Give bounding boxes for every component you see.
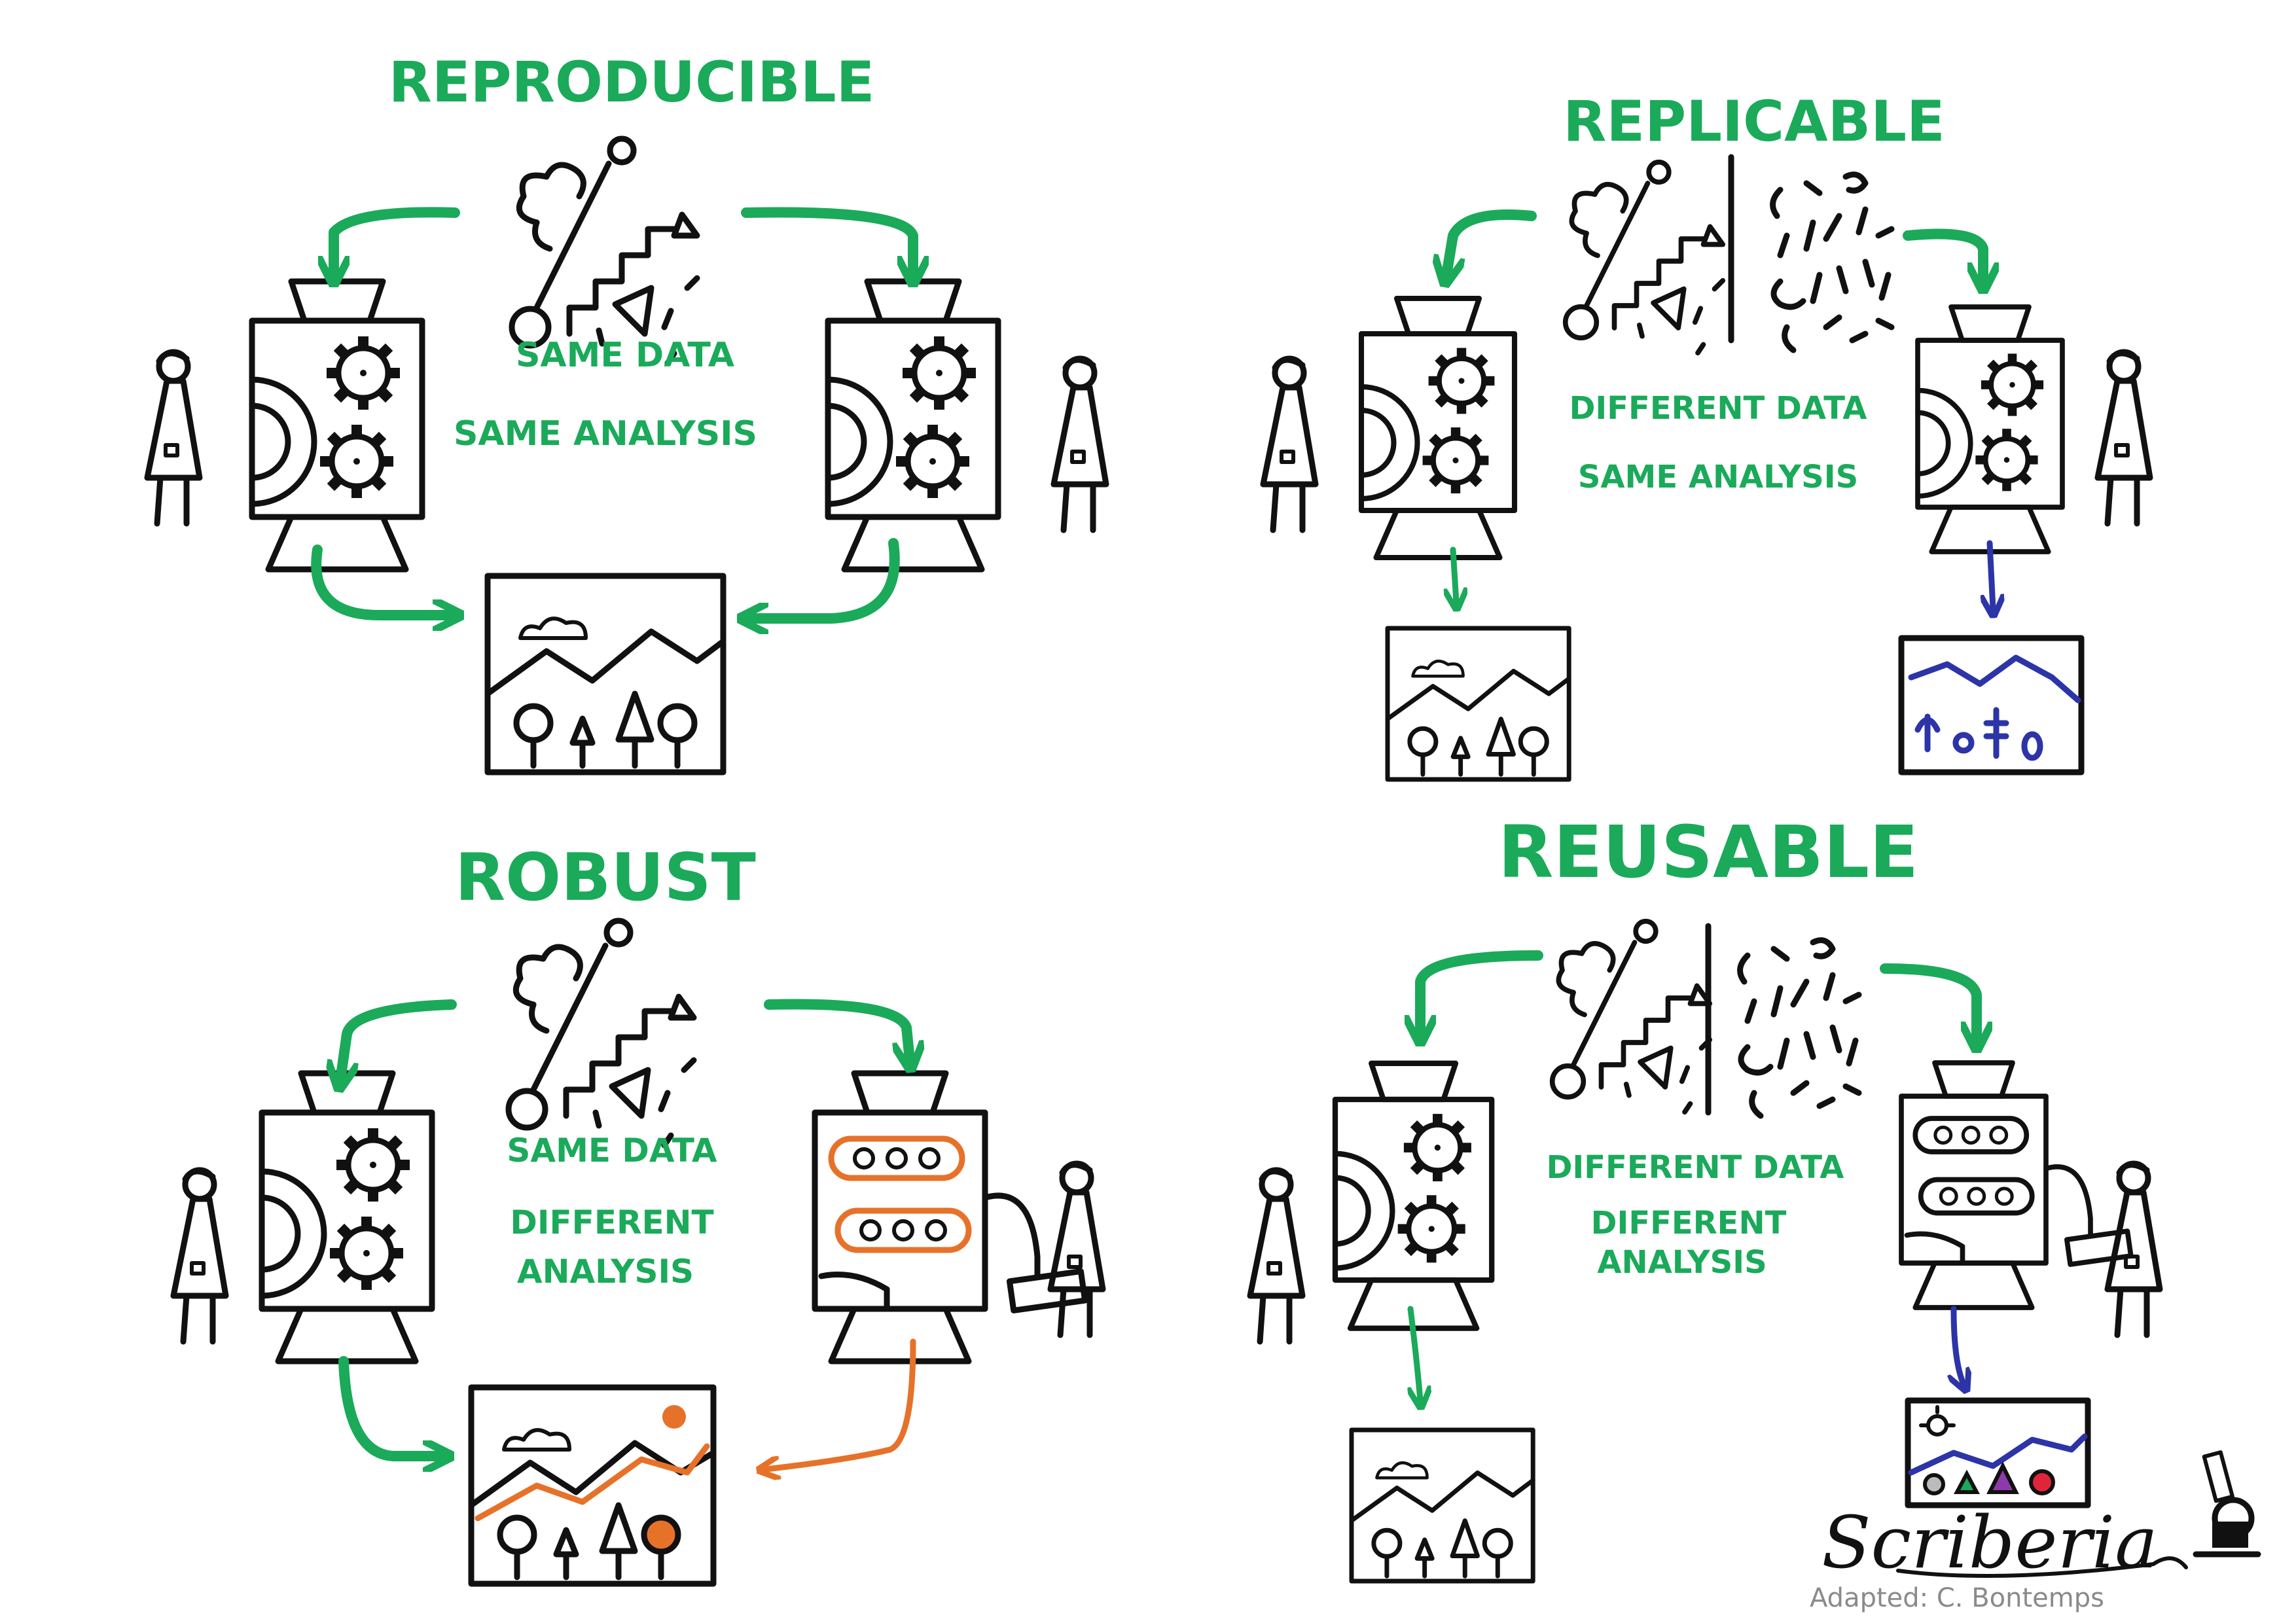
arrow-icon <box>1453 546 1456 602</box>
arrow-icon <box>766 1338 916 1469</box>
data-label: DIFFERENT DATA <box>1547 1149 1844 1186</box>
arrow-icon <box>1954 1306 1964 1384</box>
machine-icon <box>1335 1063 1492 1329</box>
data-shapes-icon <box>1566 162 1723 353</box>
data-shapes-icon <box>509 921 694 1145</box>
machine-icon <box>828 281 998 569</box>
panel-title: ROBUST <box>455 839 756 916</box>
data-shapes-icon <box>1552 921 1710 1113</box>
panel-replicable: REPLICABLE DIFFERENT DATA SAME ANALYSIS <box>1263 89 2150 779</box>
result-picture-icon <box>1905 1397 2091 1508</box>
analysis-label: ANALYSIS <box>1597 1244 1767 1281</box>
person-icon <box>1263 359 1316 530</box>
arrow-icon <box>749 538 900 618</box>
credit-text: Adapted: C. Bontemps <box>1810 1583 2104 1613</box>
panel-title: REPLICABLE <box>1563 89 1945 154</box>
machine-icon <box>1918 307 2062 552</box>
panel-robust: ROBUST SAME DATA DIFFERENT ANALYSIS <box>173 839 1103 1587</box>
person-icon <box>2098 352 2150 524</box>
arrow-icon <box>311 544 452 615</box>
arrow-icon <box>1880 963 1977 1041</box>
arrow-icon <box>1410 1306 1420 1400</box>
arrow-icon <box>338 1356 442 1456</box>
person-icon <box>173 1170 226 1342</box>
analysis-label: DIFFERENT <box>510 1204 713 1241</box>
conveyor-icon <box>1901 1063 2131 1308</box>
microscope-icon <box>2193 1450 2261 1558</box>
machine-icon <box>262 1073 432 1361</box>
arrow-icon <box>1446 209 1537 275</box>
data-label: SAME DATA <box>507 1132 717 1169</box>
logo-text: Scriberia <box>1821 1501 2158 1584</box>
arrow-icon <box>1990 540 1993 609</box>
data-label: SAME DATA <box>516 336 734 375</box>
panel-reusable: REUSABLE DIFFERENT DATA DIFFERENT ANALYS… <box>1250 810 2160 1581</box>
logo-underline <box>1896 1556 2188 1578</box>
arrow-icon <box>334 207 460 275</box>
branding: Scriberia Adapted: C. Bontemps <box>1810 1450 2261 1613</box>
result-picture-icon <box>1388 628 1569 779</box>
arrow-icon <box>1420 950 1543 1034</box>
arrow-icon <box>1903 228 1983 282</box>
arrow-icon <box>764 999 910 1060</box>
conveyor-icon <box>812 1070 1088 1364</box>
analysis-label: DIFFERENT <box>1591 1205 1787 1241</box>
result-picture-icon <box>1898 635 2085 776</box>
data-label: DIFFERENT DATA <box>1570 390 1867 427</box>
data-shapes-icon <box>1773 175 1892 350</box>
panel-title: REPRODUCIBLE <box>389 50 875 115</box>
result-picture-icon <box>1352 1430 1533 1581</box>
person-icon <box>1050 1164 1103 1335</box>
person-icon <box>1054 359 1106 530</box>
data-shapes-icon <box>1740 940 1859 1116</box>
result-picture-icon <box>488 576 723 772</box>
analysis-label: SAME ANALYSIS <box>454 414 757 454</box>
arrow-icon <box>741 207 913 275</box>
panel-title: REUSABLE <box>1498 810 1919 894</box>
person-icon <box>1250 1170 1302 1342</box>
person-icon <box>147 352 200 524</box>
analysis-label: ANALYSIS <box>517 1253 694 1291</box>
analysis-label: SAME ANALYSIS <box>1578 459 1858 495</box>
data-shapes-icon <box>512 139 697 363</box>
machine-icon <box>1361 298 1515 558</box>
panel-reproducible: REPRODUCIBLE SAME DATA SAME ANALYSIS <box>147 50 1106 772</box>
person-icon <box>2108 1164 2160 1335</box>
arrow-icon <box>340 999 457 1080</box>
result-picture-icon <box>468 1384 717 1587</box>
machine-icon <box>252 281 422 569</box>
